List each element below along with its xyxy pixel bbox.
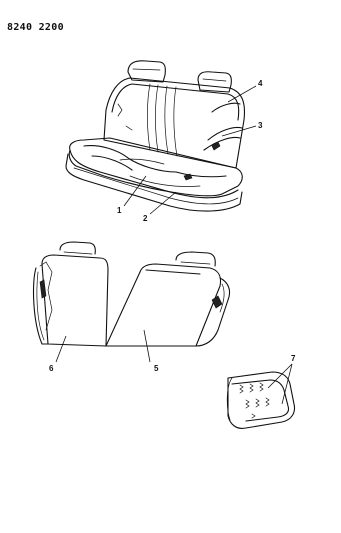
assembled-rear-seat: 4 3 1 2 [65,60,263,223]
right-back-panel [105,251,231,347]
leader-1 [123,175,147,207]
left-back-panel [33,241,109,347]
leader-4 [227,85,257,103]
callout-3: 3 [258,121,263,130]
left-headrest [127,60,166,83]
callout-5: 5 [154,364,159,373]
leader-5 [143,329,151,363]
leader-7b [281,363,293,405]
leader-2 [149,191,177,215]
callout-7: 7 [291,354,296,363]
seat-cushion [65,137,243,212]
seat-back [103,77,246,169]
spring-coils [239,382,270,419]
leader-3 [221,125,257,137]
callout-6: 6 [49,364,54,373]
leader-7a [267,363,293,389]
callout-1: 1 [117,206,122,215]
right-headrest [197,71,232,93]
callout-2: 2 [143,214,148,223]
exploded-seat-backs: 6 5 [33,241,231,373]
diagram-code: 8240 2200 [7,22,64,33]
leader-6 [55,335,67,363]
callout-4: 4 [258,79,263,88]
spring-pad: 7 [226,354,296,429]
